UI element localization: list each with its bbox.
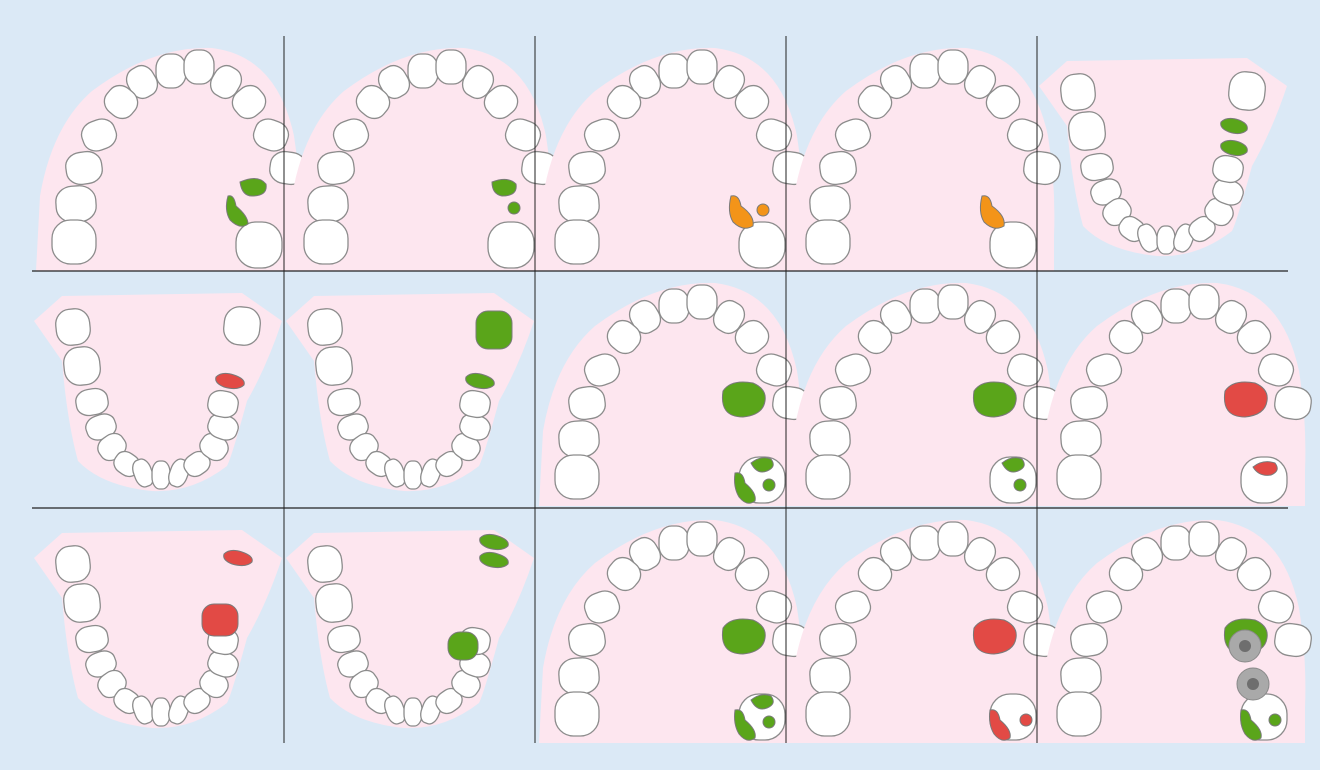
panel-r2c2 <box>286 293 534 491</box>
tooth <box>910 526 940 560</box>
panel-r1c3 <box>539 48 811 271</box>
implant-marker <box>1229 630 1261 662</box>
tooth <box>555 692 599 736</box>
tooth <box>806 692 850 736</box>
implant-inner <box>1247 678 1259 690</box>
tooth <box>184 50 214 84</box>
tooth <box>558 185 600 224</box>
tooth <box>404 698 422 726</box>
green-mark <box>476 311 512 349</box>
panel-r2c1 <box>34 293 282 491</box>
green-large-mark <box>722 619 765 654</box>
tooth <box>156 54 186 88</box>
panel-r1c5 <box>1039 58 1287 256</box>
tooth <box>1227 70 1267 112</box>
red-large-mark <box>973 619 1016 654</box>
tooth <box>55 185 97 224</box>
tooth <box>236 222 282 268</box>
tooth <box>152 698 170 726</box>
tooth <box>436 50 466 84</box>
green-mark <box>492 179 516 196</box>
green-mark <box>448 632 478 660</box>
tooth <box>1060 657 1102 696</box>
tooth <box>938 285 968 319</box>
red-large-mark <box>1224 382 1267 417</box>
tooth <box>1059 72 1097 111</box>
tooth <box>938 50 968 84</box>
tooth <box>990 222 1036 268</box>
tooth <box>222 305 262 347</box>
orange-dot <box>757 204 769 216</box>
tooth <box>938 522 968 556</box>
tooth <box>558 420 600 459</box>
panel-r1c4 <box>790 48 1062 271</box>
panel-r3c2 <box>286 530 534 728</box>
green-dot <box>1269 714 1281 726</box>
tooth <box>806 220 850 264</box>
tooth <box>1057 455 1101 499</box>
green-dot <box>763 479 775 491</box>
tooth <box>739 222 785 268</box>
tooth <box>306 307 344 346</box>
tooth <box>314 345 354 387</box>
tooth <box>62 345 102 387</box>
panel-r3c4 <box>790 520 1062 743</box>
tooth <box>659 54 689 88</box>
implant-marker <box>1237 668 1269 700</box>
tooth <box>910 289 940 323</box>
tooth <box>558 657 600 696</box>
tooth <box>910 54 940 88</box>
tooth <box>687 522 717 556</box>
green-large-mark <box>973 382 1016 417</box>
tooth <box>1189 285 1219 319</box>
tooth <box>1060 420 1102 459</box>
tooth <box>1057 692 1101 736</box>
tooth <box>555 455 599 499</box>
green-dot <box>763 716 775 728</box>
tooth <box>806 455 850 499</box>
tooth <box>809 657 851 696</box>
tooth <box>54 544 92 583</box>
panel-r2c4 <box>790 283 1062 506</box>
tooth <box>306 544 344 583</box>
tooth <box>1157 226 1175 254</box>
panel-r2c5 <box>1041 283 1313 506</box>
tooth <box>809 420 851 459</box>
tooth <box>555 220 599 264</box>
tooth <box>404 461 422 489</box>
tooth <box>52 220 96 264</box>
panel-r1c2 <box>288 48 560 271</box>
tooth <box>408 54 438 88</box>
panel-r3c1 <box>34 530 282 728</box>
green-large-mark <box>722 382 765 417</box>
tooth <box>1161 289 1191 323</box>
tooth <box>152 461 170 489</box>
red-mark <box>202 604 238 636</box>
tooth <box>304 220 348 264</box>
panel-r1c1 <box>36 48 308 271</box>
green-dot <box>508 202 520 214</box>
implant-inner <box>1239 640 1251 652</box>
tooth <box>62 582 102 624</box>
tooth <box>659 526 689 560</box>
panel-r3c3 <box>539 520 811 743</box>
panel-r3c5 <box>1041 520 1313 743</box>
tooth <box>54 307 92 346</box>
tooth <box>1067 110 1107 152</box>
tooth <box>809 185 851 224</box>
tooth <box>1189 522 1219 556</box>
tooth <box>488 222 534 268</box>
tooth <box>307 185 349 224</box>
panel-r2c3 <box>539 283 811 506</box>
red-dot <box>1020 714 1032 726</box>
tooth <box>314 582 354 624</box>
tooth <box>687 285 717 319</box>
tooth <box>1161 526 1191 560</box>
tooth <box>659 289 689 323</box>
green-dot <box>1014 479 1026 491</box>
tooth <box>687 50 717 84</box>
